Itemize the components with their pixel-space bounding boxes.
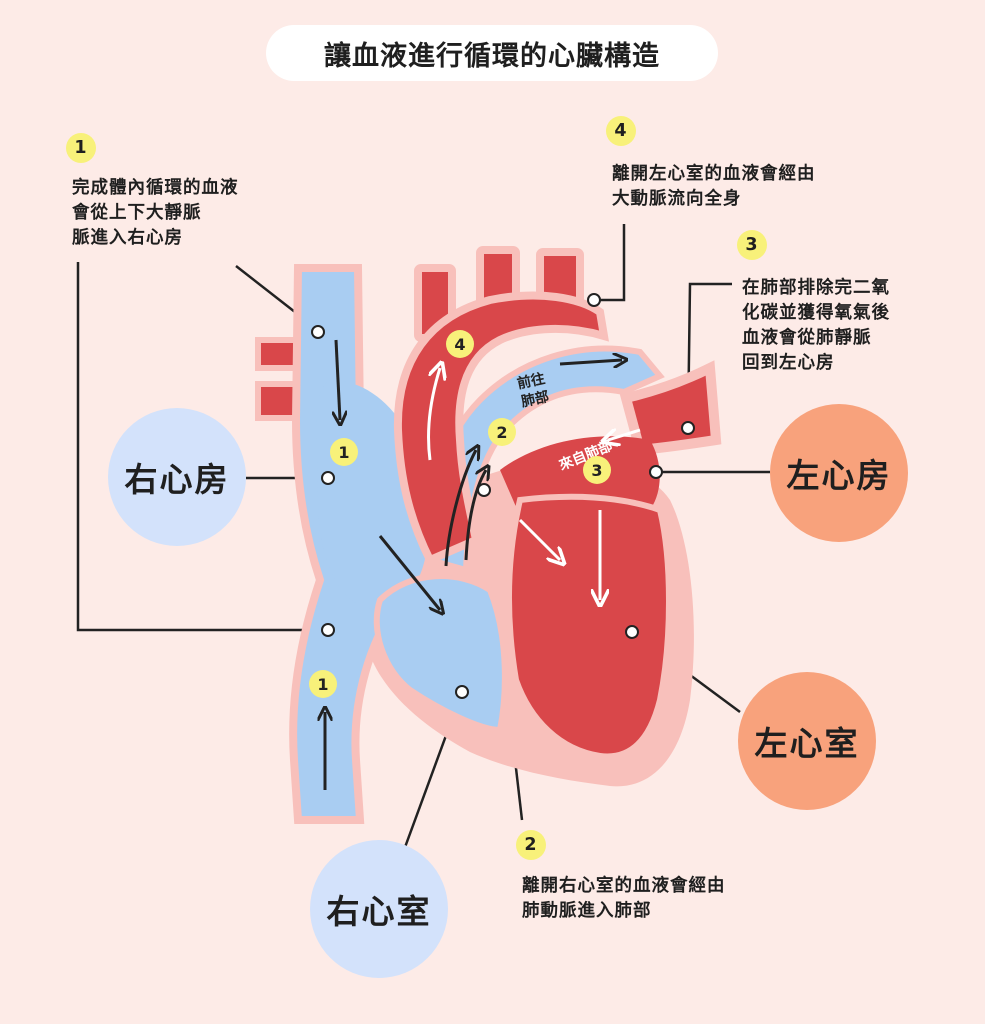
aortic-arch [393, 291, 609, 566]
left-ventricle-text: 左心室 [754, 724, 860, 763]
step4-badge [606, 116, 636, 146]
step1-line2: 會從上下大靜脈 [72, 203, 202, 223]
right-ventricle [373, 573, 508, 734]
flow-arrows-dark [325, 339, 622, 790]
step4-number: 4 [614, 121, 628, 141]
step1-number: 1 [74, 138, 88, 158]
step2-line1: 離開右心室的血液會經由 [522, 876, 726, 896]
step3-badge [737, 230, 767, 260]
badge-vena-cava: 1 [317, 675, 328, 694]
left-atrium-label: 左心房 [770, 404, 908, 542]
leader-step4 [594, 224, 626, 302]
step3-line1: 在肺部排除完二氧 [742, 278, 890, 298]
step4-line2: 大動脈流向全身 [612, 189, 742, 209]
step4-line1: 離開左心室的血液會經由 [612, 164, 816, 184]
anchor-points [311, 293, 695, 699]
step3-number: 3 [745, 235, 759, 255]
step2-badge [516, 830, 546, 860]
step1-badge [66, 133, 96, 163]
badge-aorta: 4 [454, 335, 465, 354]
right-atrium-text: 右心房 [124, 460, 230, 499]
title-pill: 讓血液進行循環的心臟構造 [266, 25, 718, 81]
right-ventricle-label: 右心室 [310, 840, 448, 978]
badge-right-atrium: 1 [338, 443, 349, 462]
to-lungs-label-2: 肺部 [520, 388, 551, 410]
right-ventricle-text: 右心室 [326, 892, 432, 931]
to-lungs-label-1: 前往 [516, 370, 547, 392]
step1-line3: 脈進入右心房 [72, 228, 183, 248]
leader-step1-long [76, 262, 328, 632]
step3-line3: 血液會從肺靜脈 [742, 328, 872, 348]
flow-arrows-white [427, 368, 641, 600]
right-atrium-label: 右心房 [108, 408, 246, 546]
step3-line2: 化碳並獲得氧氣後 [742, 303, 890, 323]
step2-number: 2 [524, 835, 538, 855]
left-ventricle [505, 493, 672, 760]
badge-left-atrium: 3 [591, 461, 602, 480]
left-atrium-text: 左心房 [786, 456, 892, 495]
page-title: 讓血液進行循環的心臟構造 [324, 40, 660, 72]
step2-line2: 肺動脈進入肺部 [522, 901, 652, 921]
left-ventricle-label: 左心室 [738, 672, 876, 810]
step1-line1: 完成體內循環的血液 [72, 178, 239, 198]
diagram-badges: 1 1 2 3 4 [309, 330, 611, 698]
badge-pulmonary: 2 [496, 423, 507, 442]
step3-line4: 回到左心房 [742, 353, 835, 373]
